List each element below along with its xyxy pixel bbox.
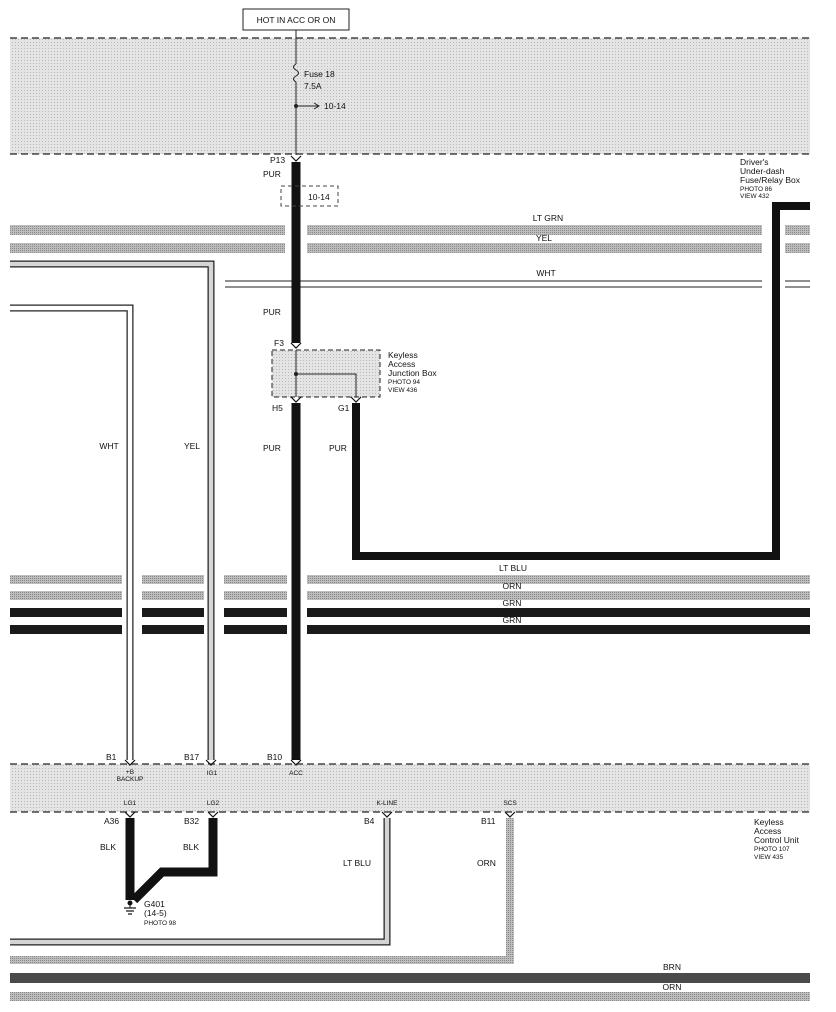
connector-b4: B4 <box>364 816 375 826</box>
control-unit-box <box>10 763 810 813</box>
wire-label-orn-bottom: ORN <box>663 982 682 992</box>
pin-lg1: LG1 <box>124 800 137 807</box>
fuse-ref: 10-14 <box>324 101 346 111</box>
diagram-label: Driver's <box>740 157 769 167</box>
wire-label-lt-blu-h: LT BLU <box>499 563 527 573</box>
fuse-symbol <box>293 63 299 83</box>
pin-backup-2: BACKUP <box>117 776 144 783</box>
diagram-label: Access <box>388 359 415 369</box>
diagram-label: Keyless <box>754 817 784 827</box>
diagram-label: Under-dash <box>740 166 785 176</box>
wire-pur-main: P13 PUR PUR PUR <box>263 155 302 760</box>
power-condition-box: HOT IN ACC OR ON <box>242 8 350 31</box>
wire-label-lt-blu-v: LT BLU <box>343 858 371 868</box>
diagram-label: PHOTO 94 <box>388 379 420 386</box>
diagram-label: PHOTO 86 <box>740 186 772 193</box>
wire-lt-blu-b4: LT BLU <box>10 818 391 946</box>
connector-b10: B10 <box>267 752 282 762</box>
harness-middle: LT BLU ORN GRN GRN <box>10 563 810 634</box>
connector-b1: B1 <box>106 752 117 762</box>
wire-orn-b11: ORN <box>10 818 514 964</box>
connector-p13: P13 <box>270 155 285 165</box>
wire-label-grn-2: GRN <box>503 615 522 625</box>
wire-label-orn-v: ORN <box>477 858 496 868</box>
pin-acc: ACC <box>289 770 303 777</box>
wire-label-brn: BRN <box>663 962 681 972</box>
connector-a36: A36 <box>104 816 119 826</box>
fuse-name: Fuse 18 <box>304 69 335 79</box>
wire-label-yel-h: YEL <box>536 233 552 243</box>
diagram-label: 10-14 <box>308 192 330 202</box>
diagram-label: Fuse/Relay Box <box>740 175 801 185</box>
wire-label-pur-top: PUR <box>263 169 281 179</box>
diagram-label: Control Unit <box>754 835 800 845</box>
wire-yel: YEL <box>10 260 215 760</box>
fuse-rating: 7.5A <box>304 81 322 91</box>
ground-photo: PHOTO 98 <box>144 920 176 927</box>
diagram-label: VIEW 436 <box>388 387 418 394</box>
pin-ig1: IG1 <box>207 770 218 777</box>
cross-ref-box: 10-14 <box>280 185 339 207</box>
wire-label-pur-h5: PUR <box>263 443 281 453</box>
fuse-box-label: Driver's Under-dash Fuse/Relay Box PHOTO… <box>740 157 801 200</box>
control-unit-label: Keyless Access Control Unit PHOTO 107 VI… <box>754 817 800 861</box>
wire-label-pur-mid: PUR <box>263 307 281 317</box>
wire-g1-lt-blu: PUR <box>329 202 810 560</box>
harness-bottom: BRN ORN <box>10 962 810 1001</box>
wire-label-blk-2: BLK <box>183 842 199 852</box>
diagram-label: Access <box>754 826 781 836</box>
wire-label-orn-h: ORN <box>503 581 522 591</box>
diagram-label: Junction Box <box>388 368 437 378</box>
fuse-relay-box <box>10 37 810 155</box>
power-condition-label: HOT IN ACC OR ON <box>257 15 336 25</box>
diagram-label: Keyless <box>388 350 418 360</box>
connector-b32: B32 <box>184 816 199 826</box>
pin-lg2: LG2 <box>207 800 220 807</box>
harness-upper: LT GRN YEL WHT <box>10 213 810 288</box>
wire-label-lt-grn: LT GRN <box>533 213 563 223</box>
wire-label-yel-v: YEL <box>184 441 200 451</box>
pin-backup-1: +B <box>126 769 134 776</box>
pin-scs: SCS <box>503 800 517 807</box>
wire-label-blk-1: BLK <box>100 842 116 852</box>
connector-b11: B11 <box>481 816 496 826</box>
junction-box: F3 H5 G1 Keyless Access Junction Box PHO… <box>271 338 437 413</box>
control-unit-bottom-pins: LG1 LG2 K-LINE SCS A36 B32 B4 B11 <box>104 800 517 826</box>
connector-b17: B17 <box>184 752 199 762</box>
diagram-label: PHOTO 107 <box>754 846 790 853</box>
pin-kline: K-LINE <box>377 800 399 807</box>
connector-f3: F3 <box>274 338 284 348</box>
ground-g401: G401 (14-5) PHOTO 98 <box>124 899 176 927</box>
control-unit-top-pins: B1 B17 B10 +B BACKUP IG1 ACC <box>106 752 303 783</box>
connector-h5: H5 <box>272 403 283 413</box>
ground-ref: (14-5) <box>144 908 167 918</box>
wire-label-grn-1: GRN <box>503 598 522 608</box>
wire-label-wht-h: WHT <box>536 268 555 278</box>
connector-g1: G1 <box>338 403 350 413</box>
wire-wht: WHT <box>10 304 134 760</box>
wire-blk-ground: BLK BLK <box>100 818 218 904</box>
wire-label-wht-v: WHT <box>99 441 118 451</box>
diagram-label: VIEW 435 <box>754 854 784 861</box>
diagram-label: VIEW 432 <box>740 193 770 200</box>
wire-label-pur-g1: PUR <box>329 443 347 453</box>
ground-name: G401 <box>144 899 165 909</box>
